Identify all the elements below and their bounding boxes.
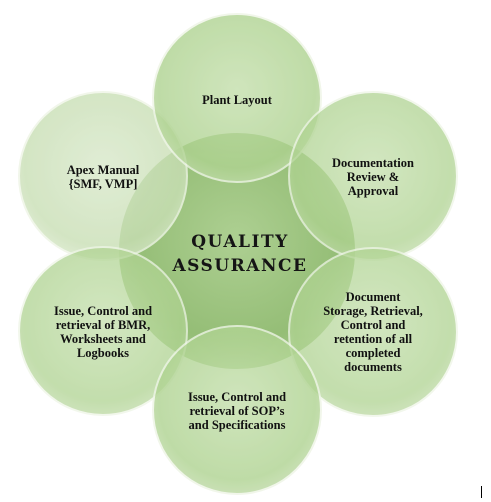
center-title-line2: ASSURANCE: [172, 256, 308, 276]
center-title: QUALITY ASSURANCE: [150, 230, 330, 278]
node-label-documentation-review: Documentation Review & Approval: [332, 156, 414, 198]
node-circle-sop-specifications: [152, 325, 322, 495]
node-circle-bmr-worksheets: [18, 246, 188, 416]
node-label-apex-manual: Apex Manual {SMF, VMP]: [66, 163, 140, 191]
center-title-line1: QUALITY: [191, 232, 289, 252]
node-label-sop-specifications: Issue, Control and retrieval of SOP’s an…: [187, 390, 287, 432]
node-circle-document-storage: [288, 247, 458, 417]
text-cursor-mark: [481, 486, 482, 498]
node-circle-plant-layout: [152, 13, 322, 183]
node-label-document-storage: Document Storage, Retrieval, Control and…: [323, 290, 423, 374]
node-label-bmr-worksheets: Issue, Control and retrieval of BMR, Wor…: [53, 304, 153, 360]
node-label-plant-layout: Plant Layout: [202, 93, 272, 107]
